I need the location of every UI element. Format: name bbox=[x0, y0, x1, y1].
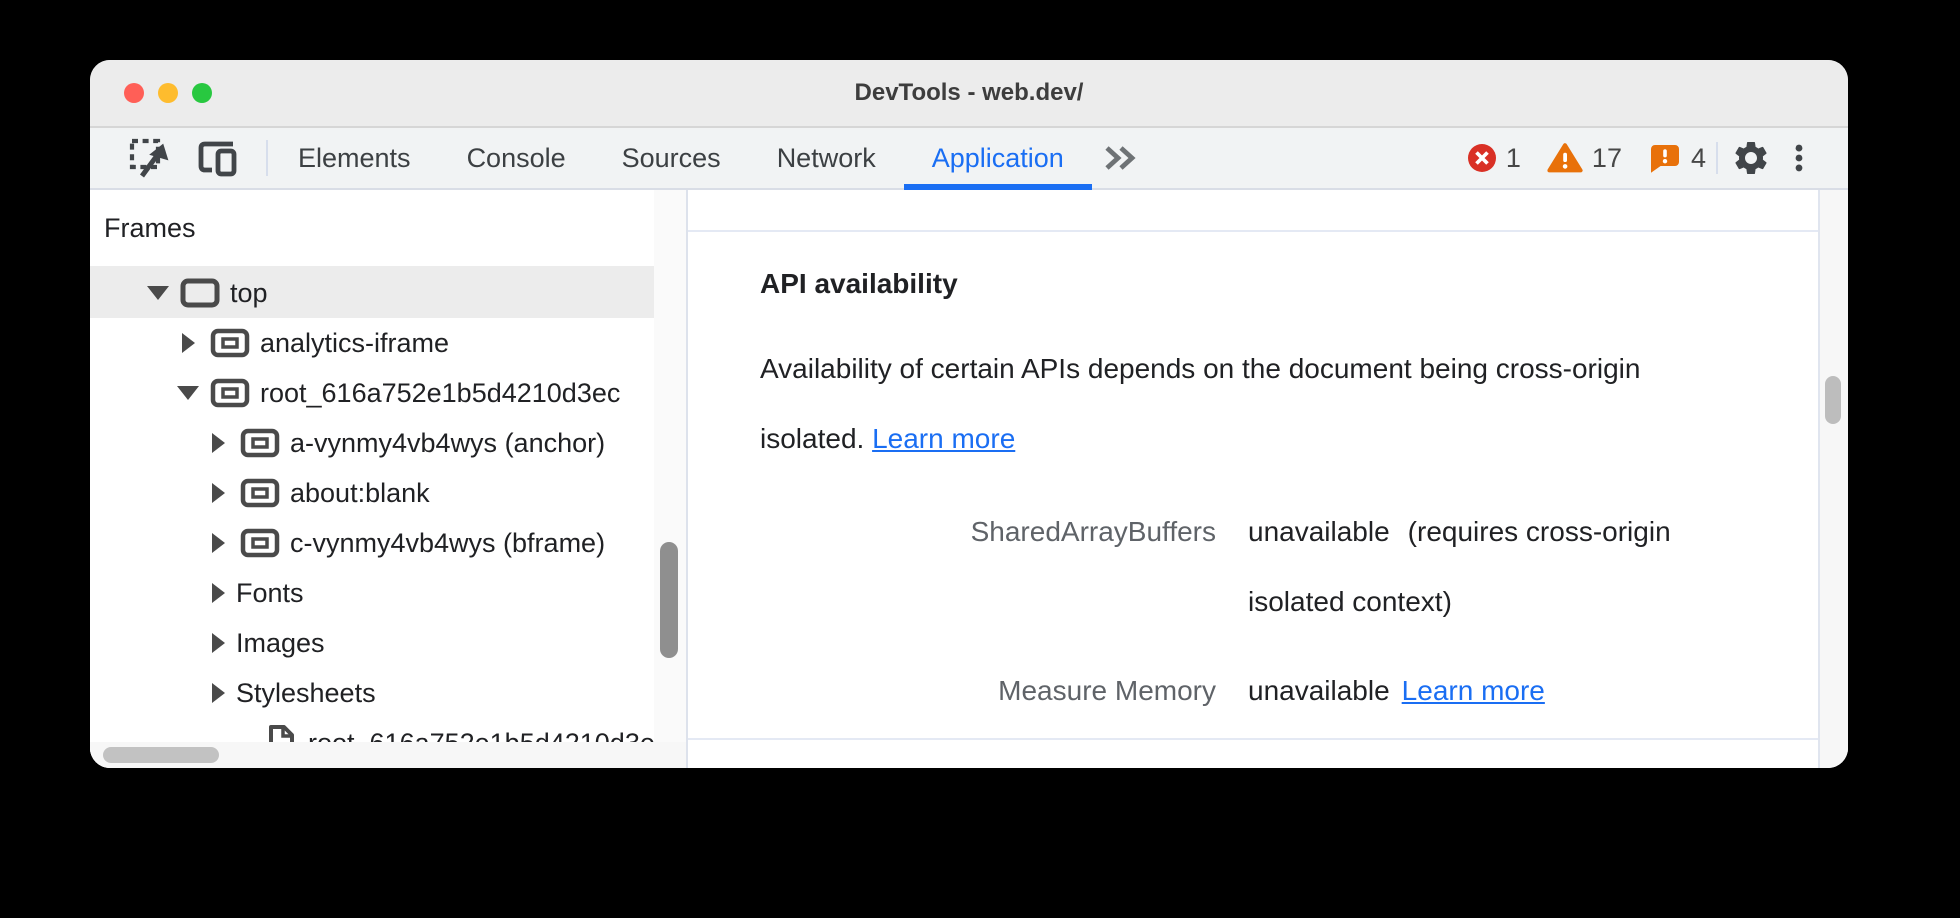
devtools-toolbar: Elements Console Sources Network Applica… bbox=[90, 128, 1848, 190]
application-sidebar: Frames top analytics-iframe bbox=[90, 190, 686, 768]
settings-button[interactable] bbox=[1726, 132, 1776, 184]
devtools-window: DevTools - web.dev/ Elements Console Sou… bbox=[90, 60, 1848, 768]
expand-arrow-icon[interactable] bbox=[206, 630, 230, 656]
description-line2: isolated. bbox=[760, 423, 865, 454]
frame-details-report: API availability Availability of certain… bbox=[688, 190, 1818, 768]
traffic-lights bbox=[124, 83, 212, 103]
field-status: unavailable bbox=[1248, 675, 1390, 706]
toggle-device-toolbar-button[interactable] bbox=[190, 132, 242, 184]
inspect-element-button[interactable] bbox=[124, 132, 176, 184]
tree-item-label: Fonts bbox=[236, 577, 304, 608]
minimize-window-button[interactable] bbox=[158, 83, 178, 103]
title-bar: DevTools - web.dev/ bbox=[90, 60, 1848, 128]
tab-sources[interactable]: Sources bbox=[621, 142, 721, 173]
iframe-icon bbox=[210, 378, 250, 408]
iframe-icon bbox=[240, 428, 280, 458]
sidebar-horizontal-scrollbar-thumb[interactable] bbox=[103, 747, 219, 763]
sidebar-main-divider bbox=[686, 190, 688, 768]
main-scrollbar-track bbox=[1818, 190, 1848, 768]
toolbar-separator bbox=[266, 140, 268, 176]
tree-item-bframe[interactable]: c-vynmy4vb4wys (bframe) bbox=[90, 518, 686, 568]
iframe-icon bbox=[240, 478, 280, 508]
iframe-icon bbox=[210, 328, 250, 358]
tab-console[interactable]: Console bbox=[466, 142, 566, 173]
field-status: unavailable bbox=[1248, 516, 1390, 547]
panel-tabs: Elements Console Sources Network Applica… bbox=[270, 128, 1092, 190]
field-value-measure-memory: unavailable Learn more bbox=[1248, 656, 1734, 726]
expand-arrow-icon[interactable] bbox=[206, 680, 230, 706]
section-divider bbox=[688, 738, 1818, 740]
tree-item-images[interactable]: Images bbox=[90, 618, 686, 668]
issues-icon bbox=[1650, 145, 1679, 173]
expand-arrow-icon[interactable] bbox=[176, 330, 200, 356]
tree-item-label: about:blank bbox=[290, 477, 430, 508]
application-panel-body: Frames top analytics-iframe bbox=[90, 190, 1848, 768]
close-window-button[interactable] bbox=[124, 83, 144, 103]
expand-arrow-icon[interactable] bbox=[206, 480, 230, 506]
customize-devtools-button[interactable] bbox=[1776, 132, 1822, 184]
toolbar-status-cluster: 1 17 4 bbox=[1467, 128, 1848, 188]
toolbar-separator bbox=[1716, 142, 1718, 174]
frames-section-header: Frames bbox=[90, 190, 686, 268]
field-label-measure-memory: Measure Memory bbox=[998, 675, 1216, 706]
expand-arrow-icon[interactable] bbox=[206, 530, 230, 556]
more-tabs-icon bbox=[1105, 146, 1136, 170]
api-availability-description: Availability of certain APIs depends on … bbox=[760, 334, 1640, 474]
section-divider bbox=[688, 230, 1818, 232]
window-title: DevTools - web.dev/ bbox=[854, 79, 1084, 106]
tree-item-label: top bbox=[230, 277, 268, 308]
tree-item-anchor-frame[interactable]: a-vynmy4vb4wys (anchor) bbox=[90, 418, 686, 468]
tree-item-analytics-iframe[interactable]: analytics-iframe bbox=[90, 318, 686, 368]
tree-item-label: analytics-iframe bbox=[260, 327, 450, 358]
issues-badge[interactable]: 4 bbox=[1648, 142, 1706, 174]
expand-arrow-icon[interactable] bbox=[206, 430, 230, 456]
tree-item-label: c-vynmy4vb4wys (bframe) bbox=[290, 527, 606, 558]
issues-count: 4 bbox=[1690, 142, 1706, 173]
field-label-sharedarraybuffers: SharedArrayBuffers bbox=[970, 516, 1216, 547]
zoom-window-button[interactable] bbox=[192, 83, 212, 103]
error-icon bbox=[1467, 144, 1496, 172]
console-warnings-badge[interactable]: 17 bbox=[1547, 142, 1622, 174]
field-reason-continued: isolated context) bbox=[1248, 586, 1452, 617]
collapse-arrow-icon[interactable] bbox=[176, 380, 200, 406]
tree-item-about-blank[interactable]: about:blank bbox=[90, 468, 686, 518]
tree-item-top[interactable]: top bbox=[90, 268, 686, 318]
error-count: 1 bbox=[1505, 142, 1521, 173]
console-errors-badge[interactable]: 1 bbox=[1467, 143, 1521, 174]
tree-item-root-frame[interactable]: root_616a752e1b5d4210d3ec bbox=[90, 368, 686, 418]
tab-elements[interactable]: Elements bbox=[298, 142, 411, 173]
frame-icon bbox=[180, 278, 220, 308]
tree-item-label: Images bbox=[236, 627, 325, 658]
measure-memory-learn-more-link[interactable]: Learn more bbox=[1401, 675, 1545, 706]
tree-item-label: a-vynmy4vb4wys (anchor) bbox=[290, 427, 606, 458]
field-reason: (requires cross-origin bbox=[1407, 516, 1671, 547]
api-availability-heading: API availability bbox=[760, 268, 958, 299]
learn-more-link[interactable]: Learn more bbox=[872, 423, 1016, 454]
gear-icon bbox=[1735, 142, 1767, 174]
warning-count: 17 bbox=[1591, 142, 1622, 173]
warning-icon bbox=[1547, 143, 1583, 173]
tree-item-stylesheets[interactable]: Stylesheets bbox=[90, 668, 686, 718]
tab-network[interactable]: Network bbox=[776, 142, 876, 173]
iframe-icon bbox=[240, 528, 280, 558]
sidebar-scrollbar-thumb[interactable] bbox=[660, 542, 678, 658]
more-tabs-button[interactable] bbox=[1092, 134, 1148, 182]
inspect-icon bbox=[129, 138, 169, 178]
description-line1: Availability of certain APIs depends on … bbox=[760, 353, 1641, 384]
collapse-arrow-icon[interactable] bbox=[146, 280, 170, 306]
tree-item-fonts[interactable]: Fonts bbox=[90, 568, 686, 618]
device-toolbar-icon bbox=[198, 141, 237, 177]
sidebar-scrollbar-track bbox=[654, 190, 686, 768]
tree-item-label: root_616a752e1b5d4210d3ec bbox=[260, 377, 621, 408]
tab-application[interactable]: Application bbox=[903, 128, 1092, 190]
kebab-menu-icon bbox=[1795, 144, 1803, 172]
tree-item-label: Stylesheets bbox=[236, 677, 376, 708]
main-scrollbar-thumb[interactable] bbox=[1825, 376, 1841, 424]
expand-arrow-icon[interactable] bbox=[206, 580, 230, 606]
field-value-sharedarraybuffers: unavailable (requires cross-origin isolat… bbox=[1248, 497, 1734, 637]
